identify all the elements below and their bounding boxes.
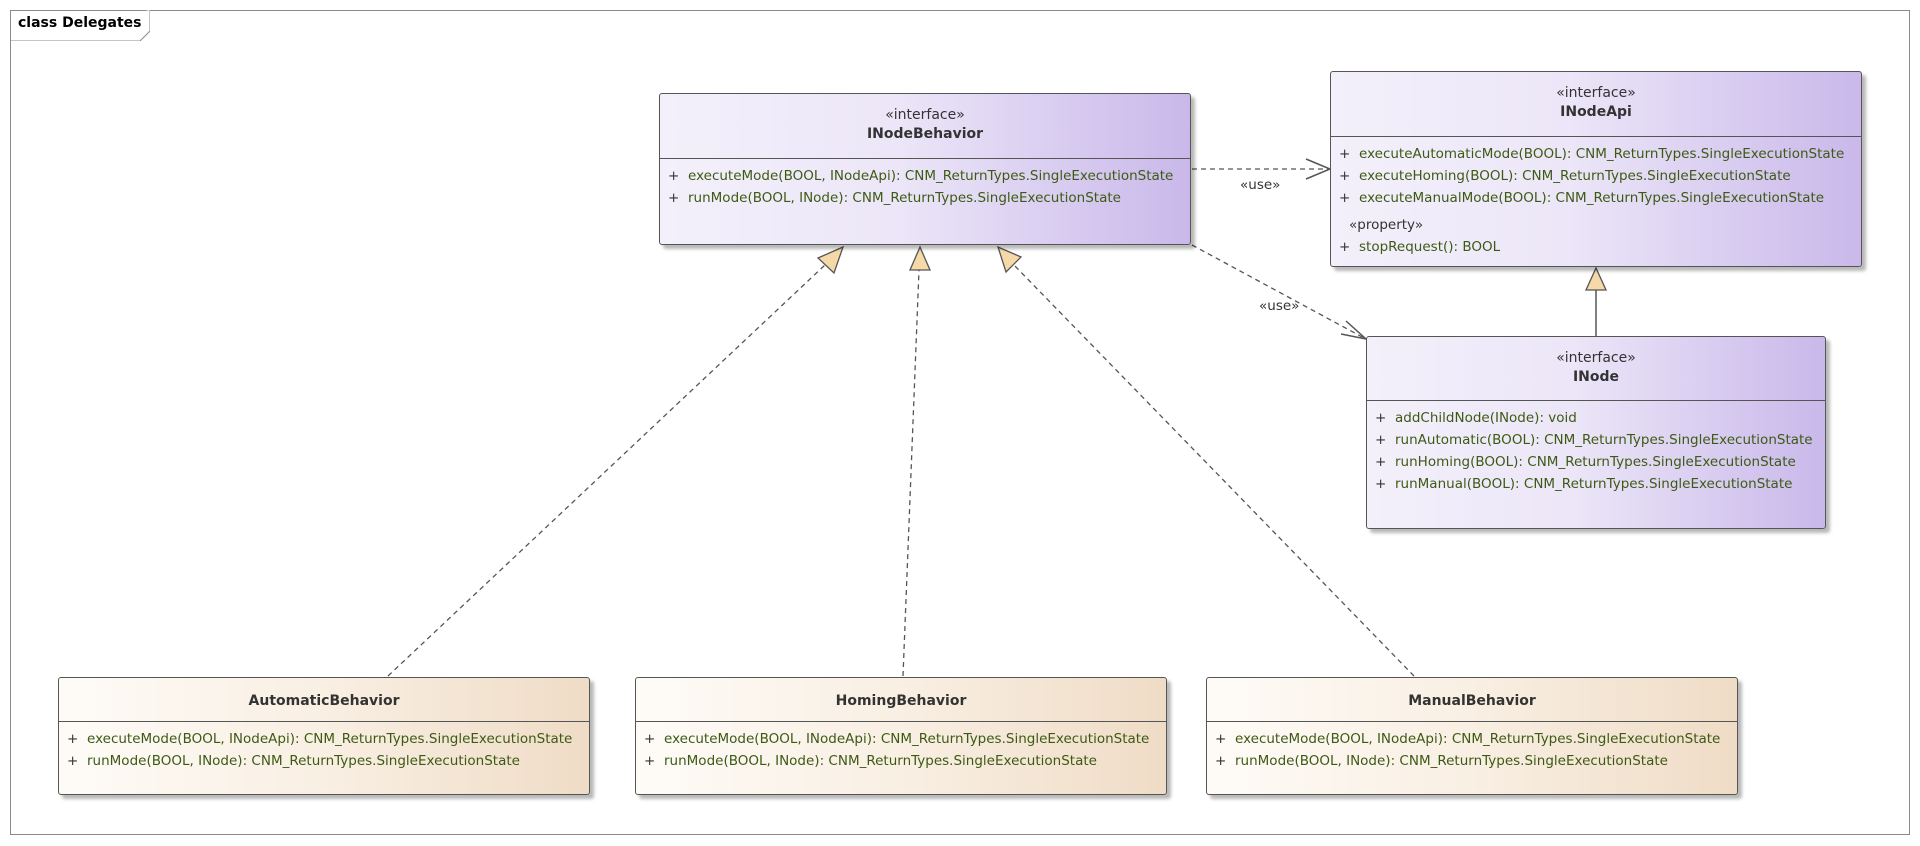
visibility-marker: + [668,190,680,206]
operation-signature: runMode(BOOL, INode): CNM_ReturnTypes.Si… [664,753,1097,769]
generalization-inode-inodeapi[interactable] [1584,266,1608,336]
operation-signature: executeMode(BOOL, INodeApi): CNM_ReturnT… [87,731,573,747]
operation-row[interactable]: + executeHoming(BOOL): CNM_ReturnTypes.S… [1331,165,1861,187]
operation-row[interactable]: + executeMode(BOOL, INodeApi): CNM_Retur… [1207,728,1737,750]
visibility-marker: + [644,731,656,747]
operation-row[interactable]: + runManual(BOOL): CNM_ReturnTypes.Singl… [1367,473,1825,495]
operations-compartment: + executeMode(BOOL, INodeApi): CNM_Retur… [59,722,589,772]
stereotype-label: «interface» [1556,85,1636,101]
operation-signature: executeManualMode(BOOL): CNM_ReturnTypes… [1359,190,1825,206]
class-inodebehavior[interactable]: «interface» INodeBehavior + executeMode(… [659,93,1191,245]
class-header: «interface» INodeBehavior [660,94,1190,159]
stereotype-label: «interface» [1556,350,1636,366]
class-header: AutomaticBehavior [59,678,589,722]
use-label-inodeapi: «use» [1240,177,1281,193]
operation-row[interactable]: + runMode(BOOL, INode): CNM_ReturnTypes.… [636,750,1166,772]
operation-row[interactable]: + addChildNode(INode): void [1367,407,1825,429]
operation-signature: executeMode(BOOL, INodeApi): CNM_ReturnT… [664,731,1150,747]
operation-row[interactable]: + runAutomatic(BOOL): CNM_ReturnTypes.Si… [1367,429,1825,451]
class-name: INodeBehavior [866,126,984,142]
operation-row[interactable]: + runMode(BOOL, INode): CNM_ReturnTypes.… [59,750,589,772]
operation-signature: runMode(BOOL, INode): CNM_ReturnTypes.Si… [87,753,520,769]
operations-compartment: + executeMode(BOOL, INodeApi): CNM_Retur… [660,159,1190,209]
operation-signature: executeAutomaticMode(BOOL): CNM_ReturnTy… [1359,146,1845,162]
stereotype-label: «interface» [885,107,965,123]
diagram-frame [10,10,1910,835]
operation-signature: runHoming(BOOL): CNM_ReturnTypes.SingleE… [1395,454,1796,470]
operation-signature: executeMode(BOOL, INodeApi): CNM_ReturnT… [688,168,1174,184]
realization-homing[interactable] [902,245,931,677]
operation-signature: executeMode(BOOL, INodeApi): CNM_ReturnT… [1235,731,1721,747]
operation-row[interactable]: + executeMode(BOOL, INodeApi): CNM_Retur… [59,728,589,750]
class-header: HomingBehavior [636,678,1166,722]
operation-row[interactable]: + executeAutomaticMode(BOOL): CNM_Return… [1331,143,1861,165]
class-name: AutomaticBehavior [248,693,400,709]
visibility-marker: + [668,168,680,184]
property-row[interactable]: + stopRequest(): BOOL [1331,236,1861,258]
class-header: ManualBehavior [1207,678,1737,722]
use-label-inode: «use» [1259,298,1300,314]
class-name: HomingBehavior [835,693,967,709]
property-group-label: «property» [1349,217,1424,233]
class-inode[interactable]: «interface» INode + addChildNode(INode):… [1366,336,1826,529]
operations-compartment: + executeAutomaticMode(BOOL): CNM_Return… [1331,137,1861,258]
visibility-marker: + [1375,410,1387,426]
visibility-marker: + [67,753,79,769]
visibility-marker: + [1339,146,1351,162]
visibility-marker: + [1215,731,1227,747]
operation-signature: runMode(BOOL, INode): CNM_ReturnTypes.Si… [688,190,1121,206]
realization-manual[interactable] [996,245,1415,677]
operation-signature: addChildNode(INode): void [1395,410,1577,426]
operation-signature: executeHoming(BOOL): CNM_ReturnTypes.Sin… [1359,168,1791,184]
realization-automatic[interactable] [387,245,845,677]
dependency-use-inodeapi[interactable] [1192,158,1332,180]
class-name: ManualBehavior [1408,693,1536,709]
visibility-marker: + [1339,168,1351,184]
operation-signature: runAutomatic(BOOL): CNM_ReturnTypes.Sing… [1395,432,1813,448]
class-header: «interface» INodeApi [1331,72,1861,137]
operation-row[interactable]: + executeManualMode(BOOL): CNM_ReturnTyp… [1331,187,1861,209]
visibility-marker: + [1339,239,1351,255]
visibility-marker: + [1375,454,1387,470]
visibility-marker: + [1215,753,1227,769]
class-header: «interface» INode [1367,337,1825,401]
class-manualbehavior[interactable]: ManualBehavior + executeMode(BOOL, INode… [1206,677,1738,795]
class-automaticbehavior[interactable]: AutomaticBehavior + executeMode(BOOL, IN… [58,677,590,795]
operation-row[interactable]: + executeMode(BOOL, INodeApi): CNM_Retur… [660,165,1190,187]
class-name: INode [1572,369,1620,385]
visibility-marker: + [67,731,79,747]
frame-tab [10,10,150,41]
class-inodeapi[interactable]: «interface» INodeApi + executeAutomaticM… [1330,71,1862,267]
operation-row[interactable]: + runMode(BOOL, INode): CNM_ReturnTypes.… [660,187,1190,209]
visibility-marker: + [1375,432,1387,448]
property-signature: stopRequest(): BOOL [1359,239,1501,255]
operation-row[interactable]: + runMode(BOOL, INode): CNM_ReturnTypes.… [1207,750,1737,772]
class-name: INodeApi [1560,104,1632,120]
operation-row[interactable]: + executeMode(BOOL, INodeApi): CNM_Retur… [636,728,1166,750]
frame-title: class Delegates [18,15,142,31]
operation-row[interactable]: + runHoming(BOOL): CNM_ReturnTypes.Singl… [1367,451,1825,473]
visibility-marker: + [1375,476,1387,492]
operation-signature: runManual(BOOL): CNM_ReturnTypes.SingleE… [1395,476,1793,492]
operations-compartment: + executeMode(BOOL, INodeApi): CNM_Retur… [1207,722,1737,772]
visibility-marker: + [644,753,656,769]
operation-signature: runMode(BOOL, INode): CNM_ReturnTypes.Si… [1235,753,1668,769]
class-homingbehavior[interactable]: HomingBehavior + executeMode(BOOL, INode… [635,677,1167,795]
operations-compartment: + addChildNode(INode): void + runAutomat… [1367,401,1825,495]
visibility-marker: + [1339,190,1351,206]
operations-compartment: + executeMode(BOOL, INodeApi): CNM_Retur… [636,722,1166,772]
